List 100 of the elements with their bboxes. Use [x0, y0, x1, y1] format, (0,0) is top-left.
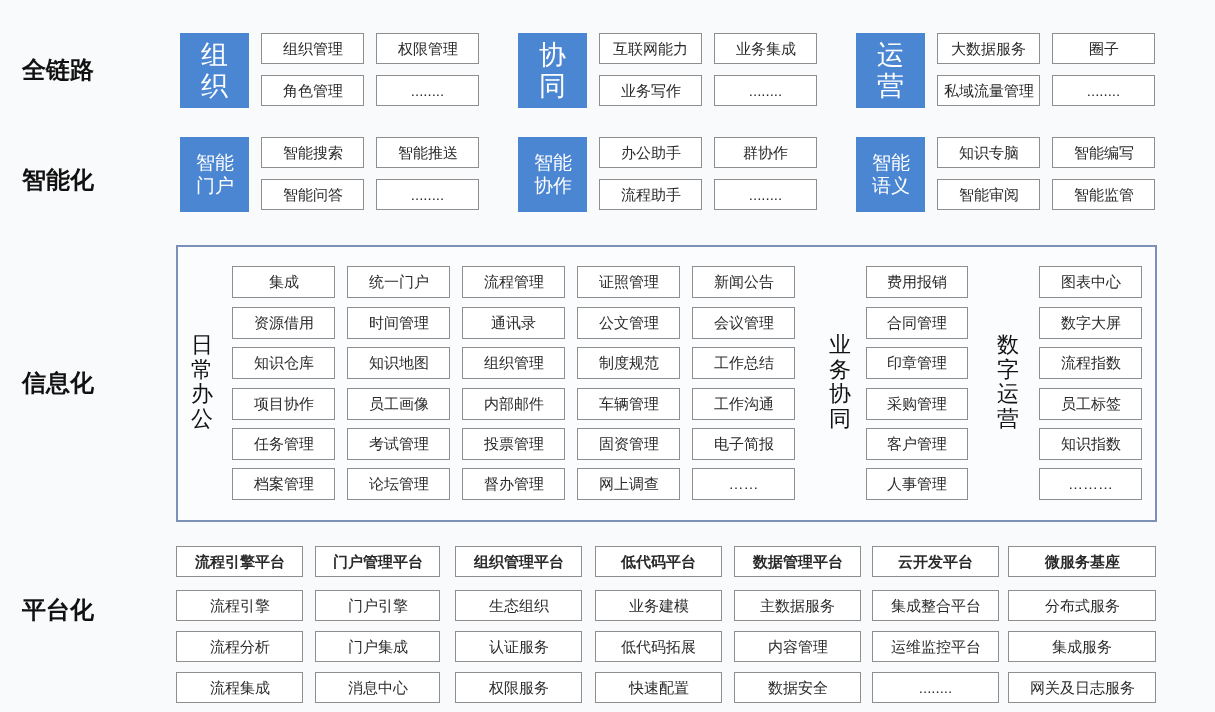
category-box: 智能协作	[518, 137, 587, 212]
feature-box: 知识地图	[347, 347, 450, 379]
feature-box: 数据安全	[734, 672, 861, 703]
feature-box: 门户集成	[315, 631, 440, 662]
feature-box: 集成整合平台	[872, 590, 999, 621]
feature-box: 生态组织	[455, 590, 582, 621]
feature-box: 证照管理	[577, 266, 680, 298]
feature-box: 员工画像	[347, 388, 450, 420]
layer-label: 信息化	[22, 370, 94, 397]
feature-box: 运维监控平台	[872, 631, 999, 662]
feature-box: 督办管理	[462, 468, 565, 500]
feature-box: 考试管理	[347, 428, 450, 460]
feature-box: 集成	[232, 266, 335, 298]
feature-box: 快速配置	[595, 672, 722, 703]
feature-box: 私域流量管理	[937, 75, 1040, 106]
feature-box: 会议管理	[692, 307, 795, 339]
feature-box: ........	[376, 179, 479, 210]
platform-box: 门户管理平台	[315, 546, 440, 577]
feature-box: 制度规范	[577, 347, 680, 379]
feature-box: 办公助手	[599, 137, 702, 168]
platform-box: 微服务基座	[1008, 546, 1156, 577]
feature-box: 客户管理	[866, 428, 968, 460]
feature-box: 智能审阅	[937, 179, 1040, 210]
feature-box: 工作总结	[692, 347, 795, 379]
feature-box: 业务建模	[595, 590, 722, 621]
layer-label: 全链路	[22, 57, 94, 84]
feature-box: 员工标签	[1039, 388, 1142, 420]
feature-box: 权限服务	[455, 672, 582, 703]
group-heading: 日常办公	[191, 333, 213, 432]
feature-box: 通讯录	[462, 307, 565, 339]
feature-box: 智能问答	[261, 179, 364, 210]
feature-box: 时间管理	[347, 307, 450, 339]
feature-box: 权限管理	[376, 33, 479, 64]
feature-box: 图表中心	[1039, 266, 1142, 298]
feature-box: 投票管理	[462, 428, 565, 460]
feature-box: 业务集成	[714, 33, 817, 64]
feature-box: 大数据服务	[937, 33, 1040, 64]
feature-box: 统一门户	[347, 266, 450, 298]
feature-box: 认证服务	[455, 631, 582, 662]
category-box: 组织	[180, 33, 249, 108]
group-frame	[176, 245, 1157, 522]
feature-box: 门户引擎	[315, 590, 440, 621]
feature-box: 业务写作	[599, 75, 702, 106]
feature-box: ........	[872, 672, 999, 703]
feature-box: 固资管理	[577, 428, 680, 460]
category-box: 智能语义	[856, 137, 925, 212]
feature-box: 流程管理	[462, 266, 565, 298]
platform-box: 低代码平台	[595, 546, 722, 577]
feature-box: 流程指数	[1039, 347, 1142, 379]
feature-box: 项目协作	[232, 388, 335, 420]
feature-box: 知识仓库	[232, 347, 335, 379]
category-box: 协同	[518, 33, 587, 108]
feature-box: 流程分析	[176, 631, 303, 662]
feature-box: 集成服务	[1008, 631, 1156, 662]
platform-box: 流程引擎平台	[176, 546, 303, 577]
feature-box: 组织管理	[462, 347, 565, 379]
feature-box: 智能编写	[1052, 137, 1155, 168]
feature-box: ........	[714, 75, 817, 106]
feature-box: 分布式服务	[1008, 590, 1156, 621]
feature-box: 费用报销	[866, 266, 968, 298]
feature-box: 人事管理	[866, 468, 968, 500]
feature-box: 智能监管	[1052, 179, 1155, 210]
feature-box: 流程助手	[599, 179, 702, 210]
feature-box: 资源借用	[232, 307, 335, 339]
feature-box: 电子简报	[692, 428, 795, 460]
feature-box: ……	[692, 468, 795, 500]
feature-box: 消息中心	[315, 672, 440, 703]
feature-box: 主数据服务	[734, 590, 861, 621]
feature-box: ........	[376, 75, 479, 106]
platform-box: 数据管理平台	[734, 546, 861, 577]
feature-box: 组织管理	[261, 33, 364, 64]
feature-box: ………	[1039, 468, 1142, 500]
feature-box: 智能推送	[376, 137, 479, 168]
feature-box: 新闻公告	[692, 266, 795, 298]
feature-box: 网关及日志服务	[1008, 672, 1156, 703]
feature-box: 印章管理	[866, 347, 968, 379]
platform-box: 组织管理平台	[455, 546, 582, 577]
feature-box: 群协作	[714, 137, 817, 168]
feature-box: 论坛管理	[347, 468, 450, 500]
feature-box: 流程引擎	[176, 590, 303, 621]
feature-box: 智能搜索	[261, 137, 364, 168]
platform-box: 云开发平台	[872, 546, 999, 577]
layer-label: 平台化	[22, 597, 94, 624]
feature-box: 角色管理	[261, 75, 364, 106]
feature-box: ........	[1052, 75, 1155, 106]
feature-box: 知识专脑	[937, 137, 1040, 168]
feature-box: 工作沟通	[692, 388, 795, 420]
feature-box: 网上调查	[577, 468, 680, 500]
feature-box: 任务管理	[232, 428, 335, 460]
feature-box: 采购管理	[866, 388, 968, 420]
feature-box: 合同管理	[866, 307, 968, 339]
feature-box: 档案管理	[232, 468, 335, 500]
category-box: 智能门户	[180, 137, 249, 212]
feature-box: ........	[714, 179, 817, 210]
feature-box: 圈子	[1052, 33, 1155, 64]
feature-box: 内部邮件	[462, 388, 565, 420]
feature-box: 低代码拓展	[595, 631, 722, 662]
feature-box: 数字大屏	[1039, 307, 1142, 339]
feature-box: 知识指数	[1039, 428, 1142, 460]
feature-box: 公文管理	[577, 307, 680, 339]
